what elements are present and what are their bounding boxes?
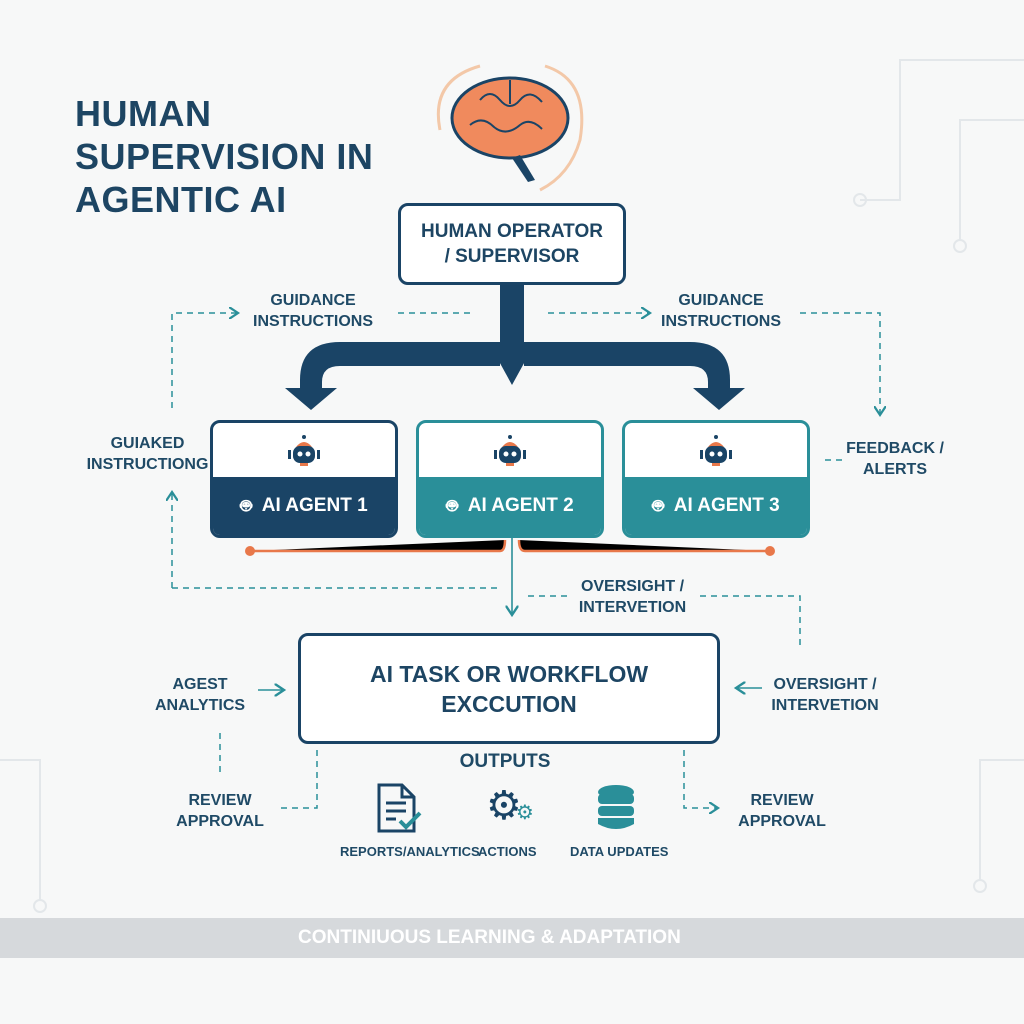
footer-text: CONTINIUOUS LEARNING & ADAPTATION (298, 927, 681, 948)
database-icon (596, 784, 636, 837)
oversight-right-label: OVERSIGHT /INTERVETION (771, 676, 879, 714)
task-line: AI TASK OR WORKFLOW (369, 660, 649, 687)
robot-icon (492, 433, 528, 472)
robot-icon: 🤖︎ (652, 495, 664, 517)
operator-line: / SUPERVISOR (444, 246, 580, 267)
agent-card-2[interactable]: 🤖︎ AI AGENT 2 (416, 420, 604, 538)
robot-icon (286, 433, 322, 472)
outputs-title: OUTPUTS (459, 751, 551, 772)
output-label-reports: REPORTS/ANALYTICS (340, 844, 480, 859)
task-execution-box[interactable]: AI TASK OR WORKFLOW EXCCUTION (298, 633, 720, 744)
task-line: EXCCUTION (441, 690, 577, 717)
human-operator-box[interactable]: HUMAN OPERATOR / SUPERVISOR (398, 203, 626, 285)
operator-line: HUMAN OPERATOR (421, 221, 603, 242)
report-icon (376, 783, 426, 840)
output-label-data-updates: DATA UPDATES (570, 844, 669, 859)
robot-icon (698, 433, 734, 472)
footer-banner: CONTINIUOUS LEARNING & ADAPTATION (0, 918, 1024, 958)
gears-icon: ⚙⚙ (486, 784, 534, 828)
agent-label: AI AGENT 3 (673, 495, 780, 516)
brain-icon (436, 64, 584, 192)
feedback-alerts-label: FEEDBACK /ALERTS (846, 440, 944, 478)
title-line: HUMAN (75, 93, 212, 134)
agent-card-1[interactable]: 🤖︎ AI AGENT 1 (210, 420, 398, 538)
agent-label: AI AGENT 1 (261, 495, 368, 516)
agent-label: AI AGENT 2 (467, 495, 574, 516)
output-label-actions: ACTIONS (478, 844, 537, 859)
title-line: AGENTIC AI (75, 179, 287, 220)
agent-card-3[interactable]: 🤖︎ AI AGENT 3 (622, 420, 810, 538)
page-title: HUMAN SUPERVISION IN AGENTIC AI (75, 92, 373, 221)
robot-icon: 🤖︎ (240, 495, 252, 517)
title-line: SUPERVISION IN (75, 136, 374, 177)
robot-icon: 🤖︎ (446, 495, 458, 517)
oversight-mid-label: OVERSIGHT /INTERVETION (578, 578, 687, 616)
